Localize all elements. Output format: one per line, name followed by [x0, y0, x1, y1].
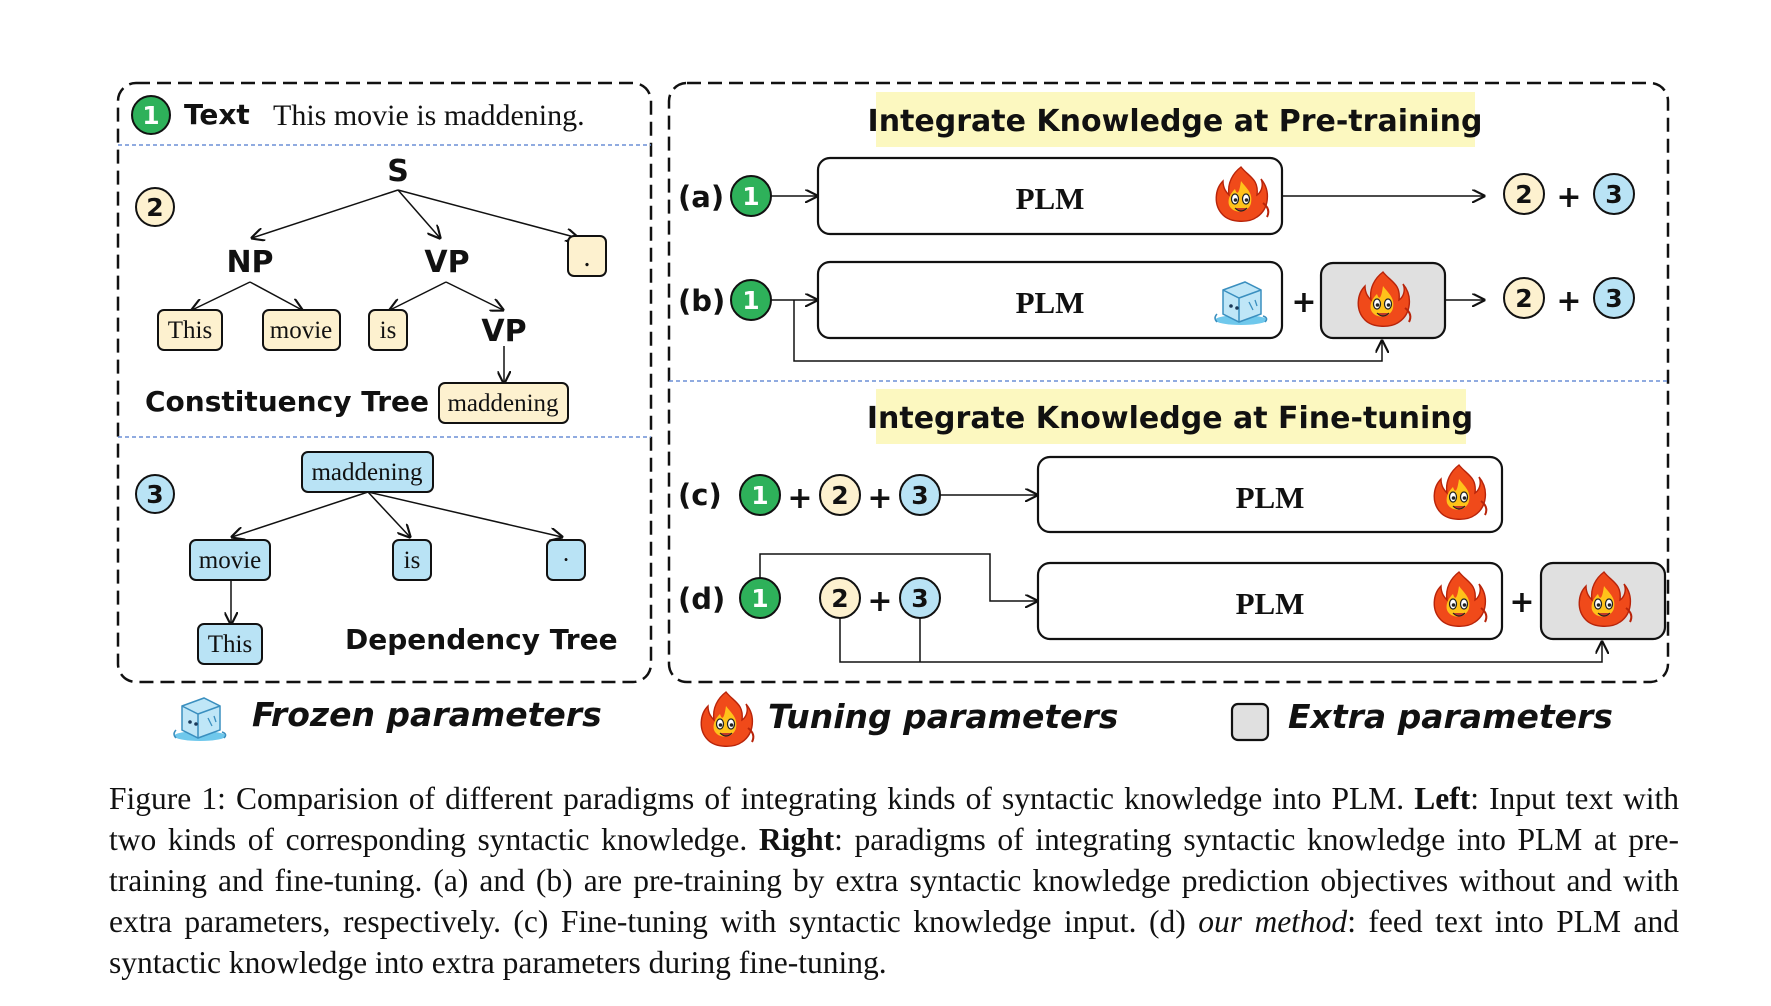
legend-extra-label: Extra parameters — [1288, 697, 1613, 736]
row-c-plus-2: + — [867, 481, 892, 516]
row-a-out1: 2 — [1515, 180, 1532, 209]
row-b-out2: 3 — [1605, 284, 1622, 313]
row-b-plm-label: PLM — [1016, 285, 1085, 320]
figure-diagram: 1 Text This movie is maddening. 2 S NP V… — [116, 81, 1670, 748]
dep-node-movie — [189, 539, 271, 581]
caption-prefix: Figure 1: Comparision of different parad… — [109, 781, 1415, 816]
text-marker-number: 1 — [142, 101, 159, 130]
tree-leaf-is-text: is — [380, 317, 397, 344]
row-d-plm-label: PLM — [1236, 586, 1305, 621]
tree-node-s: S — [387, 154, 409, 189]
row-d-text-arrow — [759, 553, 1037, 601]
row-d-plm-box — [1036, 561, 1504, 641]
caption-left-bold: Left — [1414, 781, 1471, 816]
row-c-plm-box — [1036, 455, 1504, 534]
finetuning-title: Integrate Knowledge at Fine-tuning — [867, 401, 1473, 436]
tree-leaf-movie — [262, 309, 341, 351]
row-d-in3: 3 — [911, 584, 928, 613]
ice-cube-icon — [173, 697, 227, 742]
row-d-label: (d) — [678, 582, 725, 616]
row-b-out2-circle — [1593, 277, 1635, 319]
fire-icon — [700, 691, 755, 748]
caption-suffix: : feed text into PLM and syntactic knowl… — [109, 904, 1679, 980]
row-c-in1: 1 — [751, 481, 768, 510]
tree-node-vp: VP — [424, 245, 469, 280]
finetuning-title-highlight — [876, 389, 1466, 444]
dep-node-period-text: · — [562, 547, 570, 574]
row-b-label: (b) — [678, 284, 725, 318]
tree-leaf-maddening-text: maddening — [447, 390, 559, 417]
tree-leaf-this-text: This — [168, 317, 212, 344]
dep-node-period — [546, 539, 586, 581]
dep-node-is — [392, 539, 432, 581]
constituency-tree-label: Constituency Tree — [145, 385, 429, 418]
row-a-label: (a) — [678, 180, 724, 214]
input-sentence: This movie is maddening. — [273, 99, 585, 132]
row-a-input: 1 — [742, 182, 759, 211]
dependency-marker-circle — [135, 474, 175, 514]
row-c-label: (c) — [678, 478, 722, 512]
row-d-in3-circle — [899, 577, 941, 619]
row-b-out1: 2 — [1515, 284, 1532, 313]
dependency-tree-label: Dependency Tree — [345, 623, 618, 656]
legend-tuning-label: Tuning parameters — [768, 697, 1118, 736]
caption-right-bold: Right — [758, 822, 835, 857]
row-d-plus-extra: + — [1509, 585, 1534, 620]
caption-method-italic: our method — [1198, 904, 1348, 939]
constituency-marker-circle — [135, 187, 175, 227]
row-a-out1-circle — [1503, 173, 1545, 215]
dep-node-movie-text: movie — [199, 547, 262, 574]
dependency-edges — [231, 491, 562, 624]
row-c-in3: 3 — [911, 481, 928, 510]
row-d-knowledge-arrow — [839, 618, 1602, 663]
row-d-plus-1: + — [867, 584, 892, 619]
caption-left-text: : Input text with two kinds of correspon… — [109, 781, 1679, 857]
text-marker-circle — [131, 95, 171, 135]
dep-node-maddening — [301, 451, 434, 493]
row-c-plm-label: PLM — [1236, 480, 1305, 515]
row-a-plm-label: PLM — [1016, 181, 1085, 216]
tree-node-np: NP — [226, 245, 273, 280]
row-c-in2-circle — [819, 474, 861, 516]
tree-leaf-period — [567, 235, 607, 277]
row-d-in1-circle — [739, 577, 781, 619]
text-label: Text — [184, 98, 250, 131]
constituency-edges — [192, 189, 578, 383]
row-b-input: 1 — [742, 286, 759, 315]
tree-leaf-maddening — [438, 382, 569, 424]
tree-leaf-is — [368, 309, 408, 351]
dep-node-maddening-text: maddening — [311, 459, 423, 486]
row-d-in1: 1 — [751, 584, 768, 613]
row-a-out2: 3 — [1605, 180, 1622, 209]
pretraining-title: Integrate Knowledge at Pre-training — [868, 104, 1483, 139]
dependency-marker-number: 3 — [146, 480, 163, 509]
row-b-plm-box — [816, 260, 1284, 340]
tree-leaf-period-text: . — [584, 242, 591, 273]
row-b-bypass-arrow — [793, 300, 1382, 362]
row-a-out2-circle — [1593, 173, 1635, 215]
tree-node-vp2: VP — [481, 314, 526, 349]
row-d-in2-circle — [819, 577, 861, 619]
tree-leaf-movie-text: movie — [270, 317, 333, 344]
dep-node-this-text: This — [208, 631, 252, 658]
pretraining-title-highlight — [876, 92, 1475, 147]
legend-extra-swatch — [1230, 702, 1270, 742]
caption-right-text: : paradigms of integrating syntactic kno… — [109, 822, 1679, 939]
dep-node-this — [197, 623, 263, 665]
dep-node-is-text: is — [404, 547, 421, 574]
row-c-in1-circle — [739, 474, 781, 516]
row-b-plus: + — [1556, 284, 1581, 319]
row-b-plus-extra: + — [1291, 285, 1316, 320]
row-a-plus: + — [1556, 180, 1581, 215]
tree-leaf-this — [157, 309, 223, 351]
legend-frozen-label: Frozen parameters — [252, 695, 602, 734]
row-d-in2: 2 — [831, 584, 848, 613]
row-c-in2: 2 — [831, 481, 848, 510]
row-b-out1-circle — [1503, 277, 1545, 319]
row-c-plus-1: + — [787, 481, 812, 516]
right-panel-frame — [667, 81, 1670, 684]
figure-caption: Figure 1: Comparision of different parad… — [109, 778, 1679, 983]
constituency-marker-number: 2 — [146, 193, 163, 222]
left-panel-frame — [116, 81, 653, 684]
